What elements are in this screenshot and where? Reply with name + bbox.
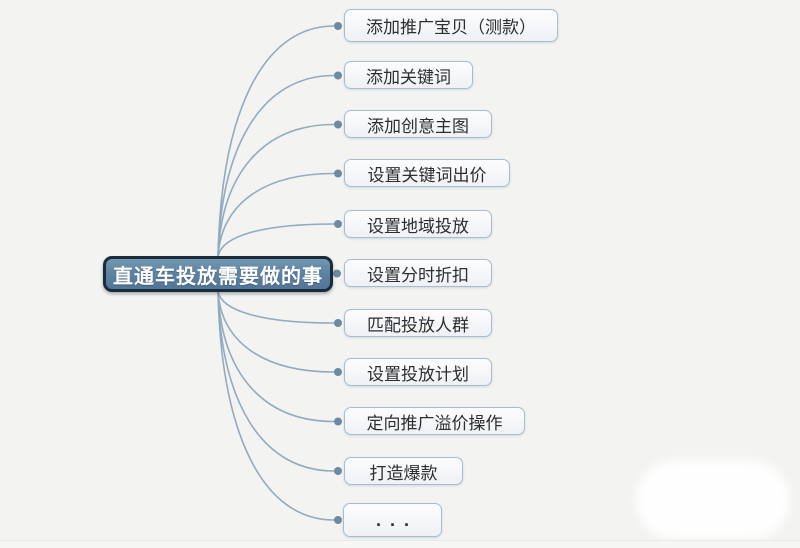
node-add-keywords[interactable]: 添加关键词 (344, 61, 473, 89)
dot-node-9 (334, 417, 342, 426)
dot-node-10 (334, 467, 342, 475)
node-label: ... (375, 510, 418, 530)
node-set-keyword-bid[interactable]: 设置关键词出价 (344, 159, 510, 187)
bottom-edge-strip (0, 540, 800, 548)
connector-node-4 (217, 172, 335, 258)
dot-node-5 (334, 220, 342, 228)
node-label: 设置分时折扣 (367, 265, 469, 285)
node-label: 打造爆款 (369, 463, 438, 483)
connector-curves (217, 25, 335, 521)
connector-node-8 (217, 290, 335, 373)
node-targeted-promo-premium[interactable]: 定向推广溢价操作 (344, 407, 525, 435)
node-add-creative-image[interactable]: 添加创意主图 (344, 110, 492, 138)
node-set-campaign-plan[interactable]: 设置投放计划 (344, 358, 492, 386)
connector-dots (333, 22, 342, 524)
dot-node-11 (334, 516, 342, 524)
watermark-blur-blob (636, 460, 790, 540)
dot-node-8 (334, 368, 342, 376)
node-label: 添加创意主图 (367, 116, 469, 136)
dot-node-1 (334, 22, 342, 30)
dot-node-7 (334, 319, 342, 327)
root-node-label: 直通车投放需要做的事 (113, 265, 323, 288)
dot-node-2 (334, 71, 342, 80)
node-add-promoted-item[interactable]: 添加推广宝贝（测款） (344, 9, 558, 42)
connector-node-11 (217, 290, 335, 521)
connector-node-5 (217, 223, 335, 258)
node-label: 添加关键词 (366, 67, 451, 87)
node-label: 设置地域投放 (367, 216, 469, 236)
node-label: 定向推广溢价操作 (366, 413, 503, 433)
node-create-hit-product[interactable]: 打造爆款 (344, 457, 463, 485)
connector-node-9 (217, 290, 335, 423)
node-label: 添加推广宝贝（测款） (366, 18, 536, 37)
connector-node-2 (217, 74, 335, 258)
node-more-ellipsis[interactable]: ... (343, 503, 442, 537)
connector-node-1 (217, 25, 335, 258)
dot-node-3 (334, 120, 342, 129)
connector-node-7 (217, 290, 335, 324)
root-node[interactable]: 直通车投放需要做的事 (103, 256, 333, 292)
node-set-region-targeting[interactable]: 设置地域投放 (344, 210, 492, 238)
node-match-audience[interactable]: 匹配投放人群 (344, 309, 492, 337)
node-label: 设置投放计划 (367, 364, 469, 384)
node-set-time-discount[interactable]: 设置分时折扣 (344, 259, 492, 287)
node-label: 设置关键词出价 (367, 165, 487, 185)
connector-node-3 (217, 123, 335, 258)
dot-node-6 (333, 269, 341, 278)
connector-node-10 (217, 290, 335, 472)
node-label: 匹配投放人群 (367, 315, 469, 335)
dot-node-4 (334, 169, 342, 178)
